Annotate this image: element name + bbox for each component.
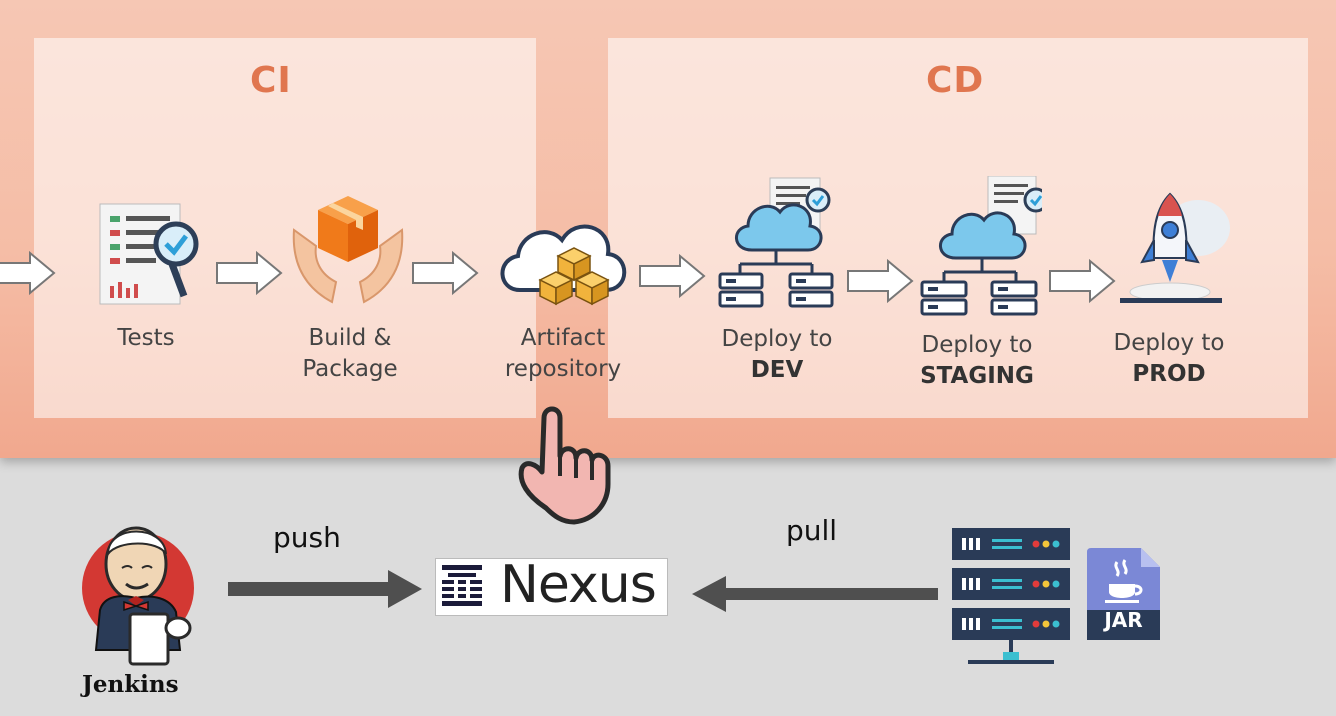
push-label: push [273, 521, 341, 554]
cloud-boxes-icon [500, 224, 627, 306]
step-build: Build & Package [280, 323, 420, 385]
nexus-mark-icon [442, 565, 482, 606]
step-artifact-line2: repository [504, 356, 622, 382]
step-prod: Deploy to PROD [1094, 328, 1244, 390]
step-dev-line1: Deploy to [721, 326, 833, 352]
cd-heading: CD [926, 60, 985, 101]
jar-file-shape-icon [1087, 548, 1160, 640]
hands-box-icon [292, 196, 404, 304]
nexus-logo: Nexus [435, 555, 668, 616]
jar-label: JAR [1104, 608, 1143, 632]
test-report-icon [99, 203, 199, 305]
nexus-label: Nexus [500, 555, 657, 615]
arrow-4-icon [847, 260, 913, 302]
server-stack-icon [952, 528, 1070, 664]
ci-heading: CI [250, 60, 292, 101]
jenkins-logo-icon [82, 526, 194, 666]
dev-server-icon [718, 177, 834, 308]
step-artifact-line1: Artifact [520, 325, 606, 351]
step-dev: Deploy to DEV [702, 324, 852, 386]
step-tests-label: Tests [117, 325, 175, 351]
step-staging-line1: Deploy to [921, 332, 1033, 358]
step-dev-line2: DEV [750, 357, 804, 383]
step-prod-line2: PROD [1132, 361, 1206, 387]
jar-file-icon: JAR [1087, 548, 1160, 640]
pointing-hand-icon [518, 406, 611, 525]
step-staging: Deploy to STAGING [902, 330, 1052, 392]
push-arrow-icon [228, 570, 422, 608]
arrow-3-icon [639, 255, 705, 297]
staging-server-icon [920, 176, 1042, 316]
pull-label: pull [786, 514, 838, 547]
arrow-5-icon [1049, 260, 1115, 302]
step-build-line1: Build & [308, 325, 392, 351]
arrow-1-icon [216, 252, 282, 294]
step-build-line2: Package [302, 356, 398, 382]
jenkins-label: Jenkins [82, 671, 179, 698]
step-tests: Tests [86, 323, 206, 354]
arrow-in-icon [0, 252, 55, 294]
arrow-2-icon [412, 252, 478, 294]
step-staging-line2: STAGING [920, 363, 1034, 389]
rocket-icon [1120, 192, 1230, 303]
step-artifact: Artifact repository [488, 323, 638, 385]
step-prod-line1: Deploy to [1113, 330, 1225, 356]
pull-arrow-icon [692, 576, 938, 612]
